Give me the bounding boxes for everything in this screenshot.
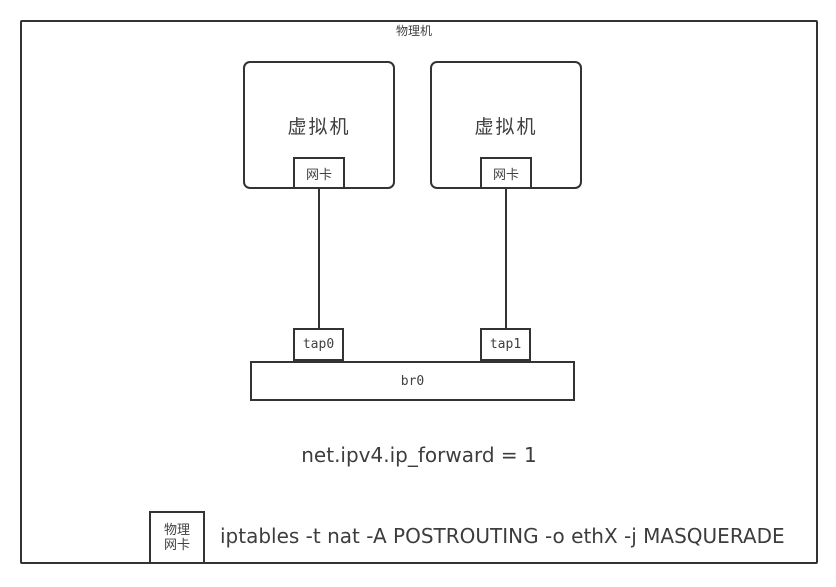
vm2-nic-label: 网卡 [492,166,519,182]
physical-nic-label-line2: 网卡 [163,536,190,552]
tap1-label: tap1 [489,337,522,352]
vm1-label: 虚拟机 [287,116,351,138]
physical-nic-box: 物理 网卡 [149,511,205,564]
bridge-br0-box: br0 [250,361,575,401]
vm2-nic-box: 网卡 [480,157,532,189]
vm1-nic-box: 网卡 [293,157,345,189]
bridge-br0-label: br0 [400,373,425,389]
tap0-box: tap0 [293,328,344,361]
physical-nic-label-line1: 物理 [163,521,190,537]
iptables-masquerade-text: iptables -t nat -A POSTROUTING -o ethX -… [220,524,785,548]
vm1-nic-to-tap0-line [318,189,320,328]
physical-host-box [20,20,818,564]
vm2-label: 虚拟机 [474,116,538,138]
sysctl-ip-forward-text: net.ipv4.ip_forward = 1 [301,443,537,467]
tap1-box: tap1 [480,328,531,361]
tap0-label: tap0 [302,337,335,352]
physical-host-label: 物理机 [395,24,432,38]
vm2-nic-to-tap1-line [505,189,507,328]
vm1-nic-label: 网卡 [305,166,332,182]
